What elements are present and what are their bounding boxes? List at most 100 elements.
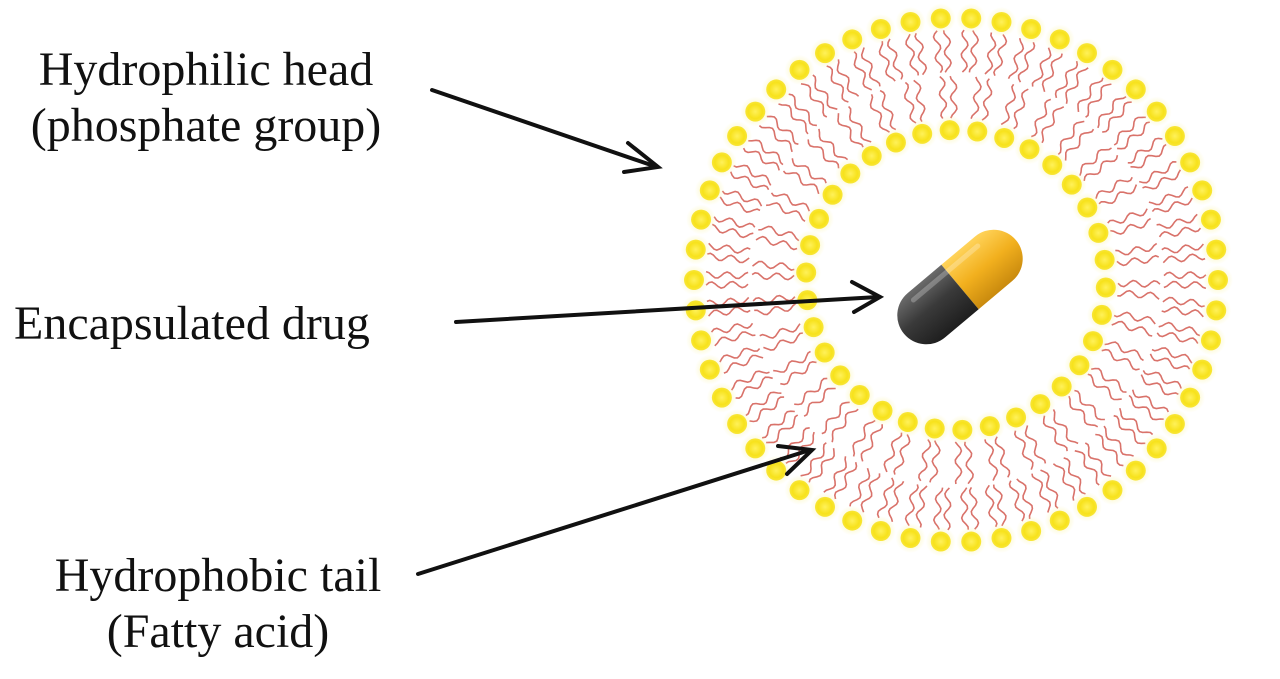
phospholipid-head [991,11,1012,32]
fatty-acid-tail [1128,394,1164,421]
fatty-acid-tail [981,78,993,121]
phospholipid-head [1102,59,1123,80]
fatty-acid-tail [766,414,799,444]
fatty-acid-tail [1119,407,1154,436]
phospholipid-head [1042,154,1063,175]
fatty-acid-tail [1041,106,1065,144]
phospholipid-head [1125,460,1146,481]
fatty-acid-tail [766,202,806,222]
fatty-acid-tail [821,401,850,435]
fatty-acid-tail [860,473,881,513]
fatty-acid-tail [759,323,801,339]
phospholipid-head [994,127,1015,148]
fatty-acid-tail [1054,60,1079,99]
fatty-acid-tail [800,442,827,477]
fatty-acid-tail [791,158,827,184]
fatty-acid-tail [1007,37,1025,80]
fatty-acid-tail [763,332,804,351]
fatty-acid-tail [1117,289,1160,300]
fatty-acid-tail [943,487,952,531]
phospholipid-head [1088,222,1109,243]
phospholipid-head [1021,19,1042,40]
fatty-acid-tail [723,354,764,374]
phospholipid-head [800,235,821,256]
fatty-acid-tail [721,190,763,207]
fatty-acid-tail [1110,217,1152,235]
fatty-acid-tail [708,242,751,254]
hydrophilic-head-line2: (phosphate group) [30,99,382,152]
fatty-acid-tail [968,30,980,73]
phospholipid-head [1094,249,1115,270]
phospholipid-head [939,120,960,141]
fatty-acid-tail [826,65,849,103]
phospholipid-head [830,365,851,386]
phospholipid-head [685,239,706,260]
phospholipid-head [991,528,1012,549]
fatty-acid-tail [1068,395,1099,428]
fatty-acid-tail [807,139,840,169]
fatty-acid-tail [1111,320,1153,337]
fatty-acid-tail [773,350,811,373]
phospholipid-head [684,270,704,290]
fatty-acid-tail [761,410,795,439]
phospholipid-head [1077,197,1098,218]
fatty-acid-tail [904,81,917,124]
arrow-to-drug-tip [850,280,885,314]
phospholipid-head [900,528,921,549]
fatty-acid-tail [960,487,970,530]
arrows [416,88,885,576]
fatty-acid-tail [963,441,974,485]
fatty-acid-tail [929,440,941,483]
fatty-acid-tail [1052,463,1076,501]
fatty-acid-tail [1084,442,1112,477]
fatty-acid-tail [705,280,749,289]
fatty-acid-tail [1083,155,1119,182]
phospholipid-head [727,126,748,147]
fatty-acid-tail [1031,473,1052,513]
phospholipid-head [809,208,830,229]
fatty-acid-tail [1052,409,1079,445]
fatty-acid-tail [1161,243,1205,254]
fatty-acid-tail [1162,253,1206,264]
fatty-acid-tail [1057,120,1085,155]
fatty-acid-tail [1158,321,1201,337]
phospholipid-head [814,342,835,363]
phospholipid-head [1180,387,1201,408]
capsule-icon [897,229,1023,345]
phospholipid-head [691,330,712,351]
fatty-acid-tail [914,32,928,76]
fatty-acid-tail [808,448,835,483]
fatty-acid-tail [1031,47,1052,87]
fatty-acid-tail [1091,367,1127,393]
phospholipid-head [1206,300,1227,321]
phospholipid-head [711,387,732,408]
fatty-acid-tail [782,170,820,195]
phospholipid-head [766,79,787,100]
fatty-acid-tail [1102,101,1132,133]
phospholipid-head [842,510,863,531]
fatty-acid-tail [1077,77,1104,112]
fatty-acid-tail [1103,425,1134,457]
fatty-acid-tail [745,391,782,417]
fatty-acid-tail [1008,480,1026,522]
phospholipid-head [961,8,982,29]
fatty-acid-tail [748,139,784,166]
fatty-acid-tail [707,306,751,317]
phospholipid-head [699,359,720,380]
fatty-acid-tail [994,436,1011,478]
fatty-acid-tail [707,252,750,264]
phospholipid-head [1146,438,1167,459]
fatty-acid-tail [1085,83,1112,118]
fatty-acid-tail [733,164,772,186]
phospholipid-head [685,300,706,321]
hydrophobic-tail-line1: Hydrophobic tail [54,549,382,602]
fatty-acid-tail [1065,67,1089,104]
fatty-acid-tail [1030,98,1052,138]
phospholipid-head [1077,43,1097,64]
phospholipid-head [745,101,766,122]
phospholipid-head [1146,101,1167,122]
fatty-acid-tail [780,360,817,386]
phospholipid-head [1049,510,1070,531]
phospholipid-head [711,152,732,173]
